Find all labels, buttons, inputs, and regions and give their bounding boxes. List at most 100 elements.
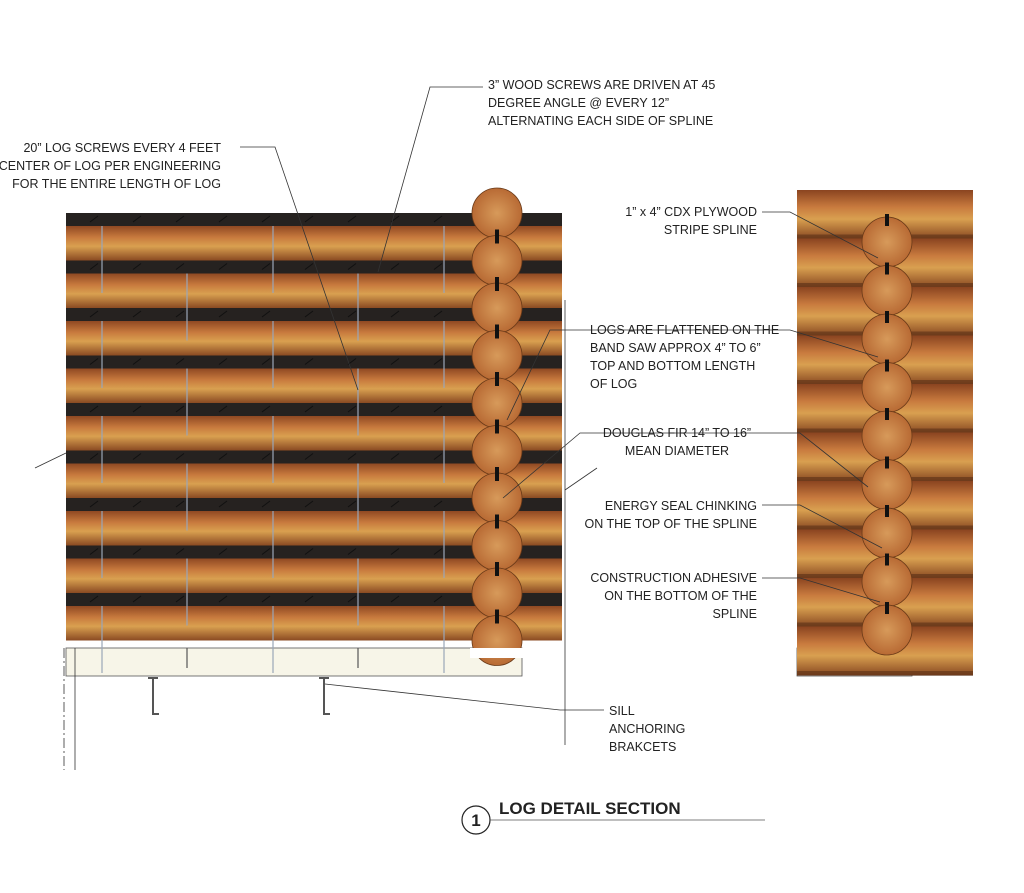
wood-screw xyxy=(89,548,99,555)
label-line: 20” LOG SCREWS EVERY 4 FEET xyxy=(23,141,221,155)
wood-screw xyxy=(304,263,314,270)
label-adhesive: CONSTRUCTION ADHESIVE ON THE BOTTOM OF T… xyxy=(590,571,757,621)
wood-screw xyxy=(261,548,271,555)
wood-screw xyxy=(347,405,357,413)
wood-screw xyxy=(347,215,357,223)
wood-screw xyxy=(89,358,99,365)
wood-screw xyxy=(390,405,400,413)
wood-screw xyxy=(304,500,314,508)
wood-screw xyxy=(132,453,142,460)
wood-screw xyxy=(218,263,228,270)
label-line: DEGREE ANGLE @ EVERY 12” xyxy=(488,96,669,110)
wood-screw xyxy=(218,548,228,555)
wood-screw xyxy=(304,310,314,318)
wood-screw xyxy=(175,358,185,365)
spline xyxy=(495,324,499,339)
chinking-band xyxy=(66,545,562,559)
label-line: MEAN DIAMETER xyxy=(625,444,729,458)
wood-screw xyxy=(218,500,228,508)
sill-plate xyxy=(65,647,523,677)
wood-screw xyxy=(433,215,443,223)
wood-screw xyxy=(132,358,142,365)
wood-screw xyxy=(390,263,400,270)
wood-screw xyxy=(261,500,271,508)
wood-screw xyxy=(218,358,228,365)
label-line: 1” x 4” CDX PLYWOOD xyxy=(625,205,757,219)
wood-screw xyxy=(175,595,185,603)
spline xyxy=(885,214,889,226)
wood-screw xyxy=(433,405,443,413)
label-line: ALTERNATING EACH SIDE OF SPLINE xyxy=(488,114,713,128)
spline xyxy=(885,553,889,566)
spline xyxy=(495,467,499,481)
wood-screw xyxy=(304,595,314,603)
label-line: FOR THE ENTIRE LENGTH OF LOG xyxy=(12,177,221,191)
label-line: CONSTRUCTION ADHESIVE xyxy=(590,571,757,585)
wood-screw xyxy=(132,548,142,555)
wood-screw xyxy=(304,358,314,365)
spline xyxy=(495,277,499,291)
wood-screw xyxy=(261,310,271,318)
wood-screw xyxy=(261,453,271,460)
wood-screw xyxy=(433,500,443,508)
label-chinking: ENERGY SEAL CHINKING ON THE TOP OF THE S… xyxy=(584,499,757,531)
wood-screw xyxy=(433,548,443,555)
wood-screw xyxy=(261,263,271,270)
wood-screw xyxy=(390,548,400,555)
log-wall-section xyxy=(796,190,973,677)
spline xyxy=(885,311,889,323)
spline xyxy=(885,456,889,469)
wood-screw xyxy=(175,548,185,555)
wood-screw xyxy=(390,500,400,508)
wood-screw xyxy=(89,500,99,508)
spline xyxy=(885,602,889,614)
wood-screw xyxy=(347,263,357,270)
label-line: SILL xyxy=(609,704,635,718)
label-line: DOUGLAS FIR 14” TO 16” xyxy=(603,426,751,440)
chinking-band xyxy=(66,450,562,464)
detail-title: LOG DETAIL SECTION xyxy=(499,799,681,818)
sill-bracket xyxy=(319,677,330,715)
wood-screw xyxy=(347,500,357,508)
wood-screw xyxy=(175,310,185,318)
log-joint xyxy=(797,671,973,676)
chinking-band xyxy=(66,308,562,321)
wood-screw xyxy=(132,405,142,413)
label-line: BRAKCETS xyxy=(609,740,676,754)
label-line: CENTER OF LOG PER ENGINEERING xyxy=(0,159,221,173)
label-line: ENERGY SEAL CHINKING xyxy=(605,499,757,513)
label-douglas-fir: DOUGLAS FIR 14” TO 16” MEAN DIAMETER xyxy=(603,426,751,458)
spline xyxy=(885,262,889,275)
spline xyxy=(495,514,499,529)
label-line: SPLINE xyxy=(713,607,757,621)
sill-bracket xyxy=(148,677,159,715)
wood-screw xyxy=(433,263,443,270)
label-line: LOGS ARE FLATTENED ON THE xyxy=(590,323,779,337)
label-flattened: LOGS ARE FLATTENED ON THE BAND SAW APPRO… xyxy=(590,323,779,391)
wood-screw xyxy=(218,215,228,223)
label-log-screws: 20” LOG SCREWS EVERY 4 FEET CENTER OF LO… xyxy=(0,141,221,191)
wood-screw xyxy=(89,453,99,460)
wood-screw xyxy=(304,215,314,223)
wood-screw xyxy=(390,358,400,365)
wood-screw xyxy=(390,310,400,318)
wood-screw xyxy=(390,595,400,603)
wood-screw xyxy=(433,358,443,365)
wood-screw xyxy=(132,263,142,270)
label-plywood-spline: 1” x 4” CDX PLYWOOD STRIPE SPLINE xyxy=(625,205,757,237)
wood-screw xyxy=(261,215,271,223)
label-wood-screws: 3” WOOD SCREWS ARE DRIVEN AT 45 DEGREE A… xyxy=(488,78,715,128)
wood-screw xyxy=(433,453,443,460)
wood-screw xyxy=(261,595,271,603)
wood-screw xyxy=(132,310,142,318)
wood-screw xyxy=(218,453,228,460)
label-line: ON THE BOTTOM OF THE xyxy=(604,589,757,603)
wood-screw xyxy=(132,215,142,223)
label-line: ANCHORING xyxy=(609,722,685,736)
label-line: ON THE TOP OF THE SPLINE xyxy=(584,517,757,531)
wood-screw xyxy=(304,453,314,460)
wood-screw xyxy=(175,500,185,508)
log-wall-elevation xyxy=(65,187,562,715)
